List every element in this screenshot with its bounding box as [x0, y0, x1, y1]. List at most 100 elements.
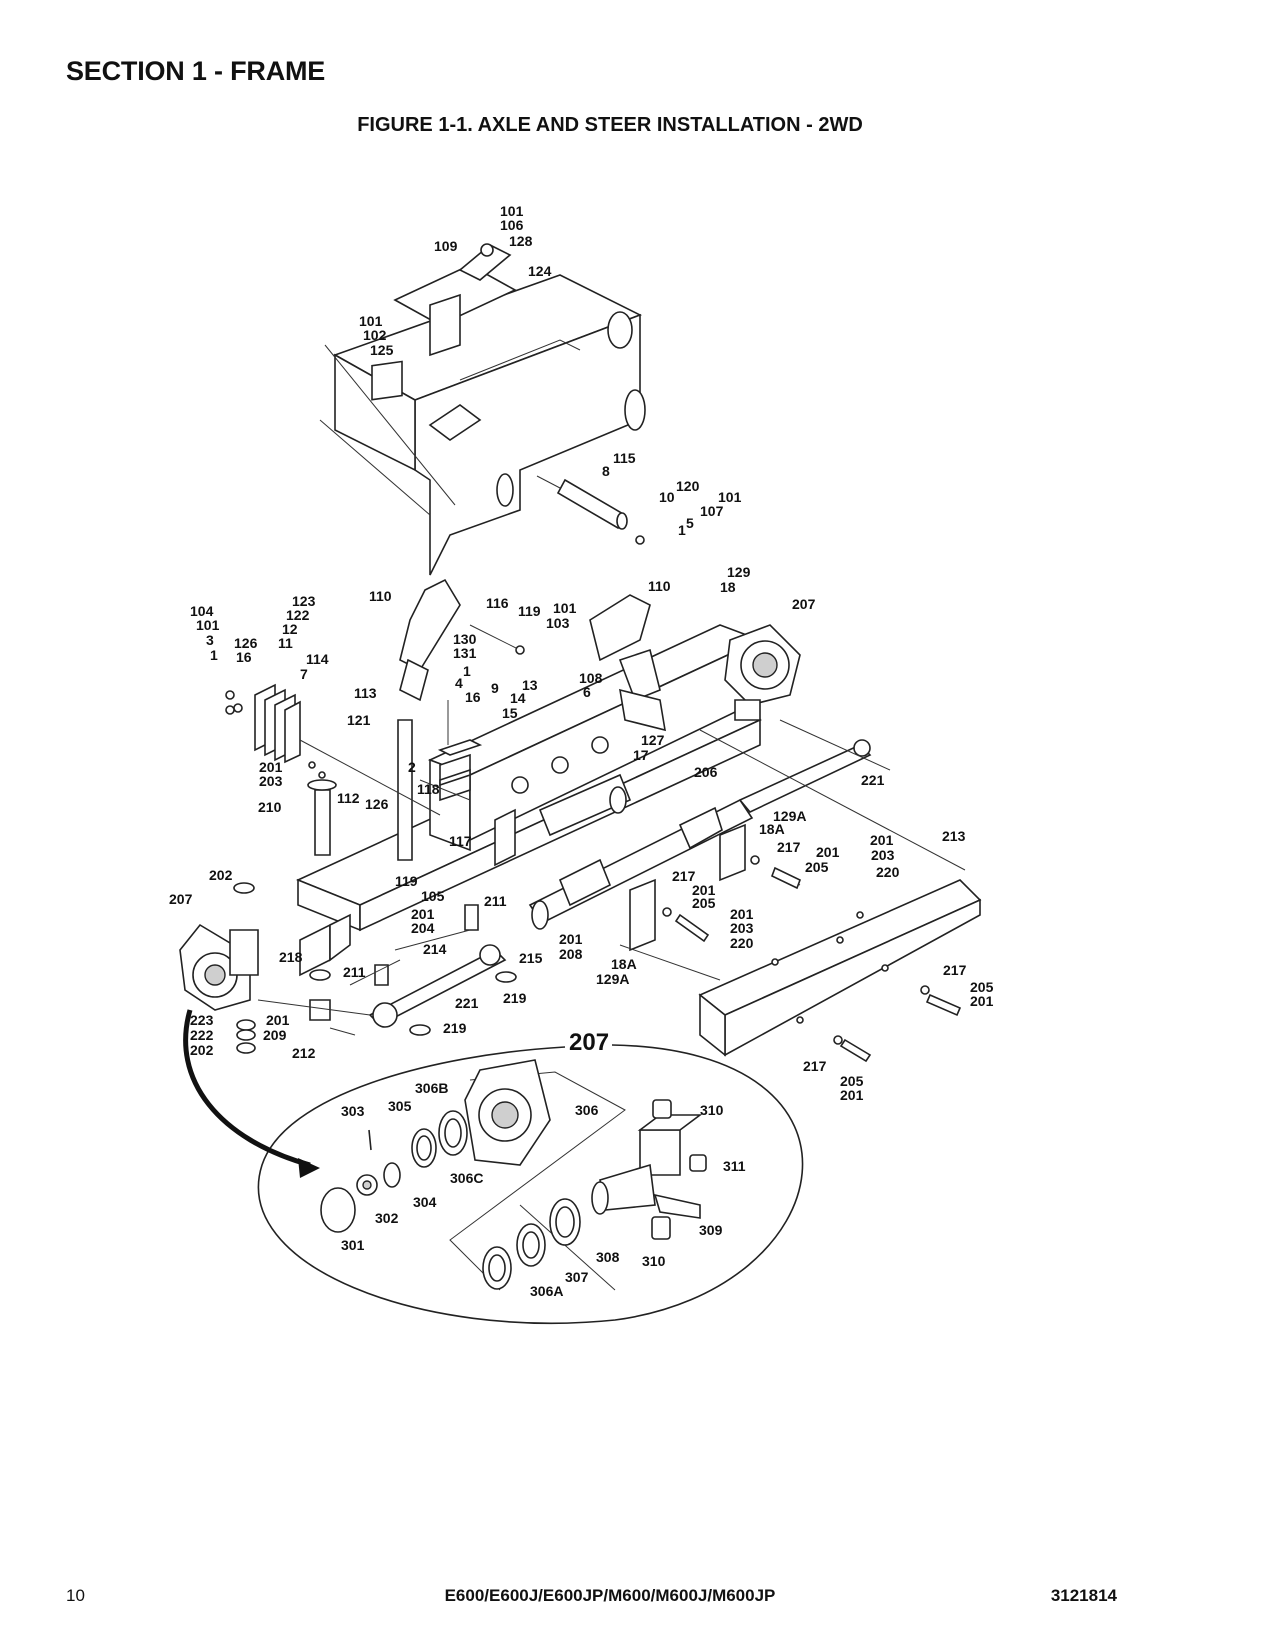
callout-label: 207: [169, 891, 193, 907]
callout-label: 308: [596, 1249, 620, 1265]
callout-label: 223: [190, 1012, 214, 1028]
callout-label: 219: [443, 1020, 467, 1036]
callout-label: 131: [453, 645, 477, 661]
callout-label: 18: [720, 579, 736, 595]
callout-label: 101: [359, 313, 383, 329]
callout-label: 120: [676, 478, 700, 494]
detail-view-207: [183, 1009, 804, 1324]
callout-label: 304: [413, 1194, 437, 1210]
callout-label: 204: [411, 920, 435, 936]
callout-label: 101: [196, 617, 220, 633]
callout-label: 127: [641, 732, 665, 748]
callout-label: 311: [723, 1158, 746, 1174]
callout-label: 129A: [773, 808, 806, 824]
callout-label: 110: [369, 588, 392, 604]
callout-label: 123: [292, 593, 316, 609]
callout-label: 307: [565, 1269, 589, 1285]
callout-label: 201: [840, 1087, 864, 1103]
callout-label: 214: [423, 941, 447, 957]
callout-label: 8: [602, 463, 610, 479]
callout-label: 2: [408, 759, 416, 775]
callout-label: 1: [463, 663, 471, 679]
callout-label: 306C: [450, 1170, 483, 1186]
callout-label: 101: [718, 489, 742, 505]
callout-label: 122: [286, 607, 310, 623]
callout-label: 18A: [759, 821, 785, 837]
callout-label: 202: [190, 1042, 214, 1058]
callout-label: 222: [190, 1027, 214, 1043]
callout-label: 104: [190, 603, 214, 619]
callout-label: 217: [943, 962, 967, 978]
callout-label: 1: [678, 522, 686, 538]
callout-label: 209: [263, 1027, 287, 1043]
callout-label: 9: [491, 680, 499, 696]
callout-label: 208: [559, 946, 583, 962]
callout-label: 211: [343, 964, 366, 980]
callout-label: 202: [209, 867, 233, 883]
callout-label: 303: [341, 1103, 365, 1119]
callout-label: 301: [341, 1237, 365, 1253]
callout-label: 121: [347, 712, 371, 728]
axle-assembly: [179, 578, 982, 1063]
callout-label: 7: [300, 666, 308, 682]
callout-label: 116: [486, 595, 509, 611]
callout-label: 4: [455, 675, 463, 691]
callout-label: 130: [453, 631, 477, 647]
callout-label: 105: [421, 888, 445, 904]
callout-label: 210: [258, 799, 282, 815]
callout-label: 203: [730, 920, 754, 936]
callout-label: 110: [648, 578, 671, 594]
callout-label: 17: [633, 747, 649, 763]
callout-label: 113: [354, 685, 377, 701]
callout-label: 201: [816, 844, 840, 860]
callout-label: 201: [266, 1012, 290, 1028]
callout-label: 221: [455, 995, 479, 1011]
callout-label: 1: [210, 647, 218, 663]
model-list: E600/E600J/E600JP/M600/M600J/M600JP: [444, 1586, 776, 1605]
callout-label: 310: [642, 1253, 666, 1269]
callout-label: 101: [553, 600, 577, 616]
callout-label: 220: [730, 935, 754, 951]
callout-label: 112: [337, 790, 360, 806]
callout-label: 12: [282, 621, 298, 637]
callout-label: 217: [777, 839, 801, 855]
callout-label: 205: [692, 895, 716, 911]
callout-label: 103: [546, 615, 570, 631]
callout-label: 201: [870, 832, 894, 848]
callout-label: 10: [659, 489, 675, 505]
callout-label: 14: [510, 690, 526, 706]
callout-label: 16: [465, 689, 481, 705]
page-number: 10: [66, 1586, 85, 1605]
callout-label: 118: [417, 781, 440, 797]
detail-callout-label: 207: [569, 1029, 609, 1056]
callout-label: 306B: [415, 1080, 448, 1096]
callout-label: 201: [411, 906, 435, 922]
callout-label: 221: [861, 772, 885, 788]
callout-label: 126: [365, 796, 389, 812]
callout-label: 109: [434, 238, 458, 254]
callout-label: 302: [375, 1210, 399, 1226]
callout-label: 6: [583, 684, 591, 700]
callout-label: 125: [370, 342, 394, 358]
callout-labels: 101 106 128 109 124 101 102 125 115 8 12…: [169, 203, 994, 1299]
callout-label: 309: [699, 1222, 723, 1238]
callout-label: 16: [236, 649, 252, 665]
callout-label: 3: [206, 632, 214, 648]
callout-label: 18A: [611, 956, 637, 972]
callout-label: 205: [805, 859, 829, 875]
callout-label: 115: [613, 450, 636, 466]
callout-label: 108: [579, 670, 603, 686]
callout-label: 119: [518, 603, 541, 619]
callout-label: 203: [259, 773, 283, 789]
callout-label: 114: [306, 651, 329, 667]
callout-label: 306: [575, 1102, 599, 1118]
frame-assembly: [319, 243, 646, 576]
callout-label: 217: [672, 868, 696, 884]
figure-title: FIGURE 1-1. AXLE AND STEER INSTALLATION …: [357, 114, 863, 136]
callout-label: 219: [503, 990, 527, 1006]
callout-label: 215: [519, 950, 543, 966]
callout-label: 129: [727, 564, 751, 580]
callout-label: 220: [876, 864, 900, 880]
callout-label: 217: [803, 1058, 827, 1074]
callout-label: 201: [559, 931, 583, 947]
